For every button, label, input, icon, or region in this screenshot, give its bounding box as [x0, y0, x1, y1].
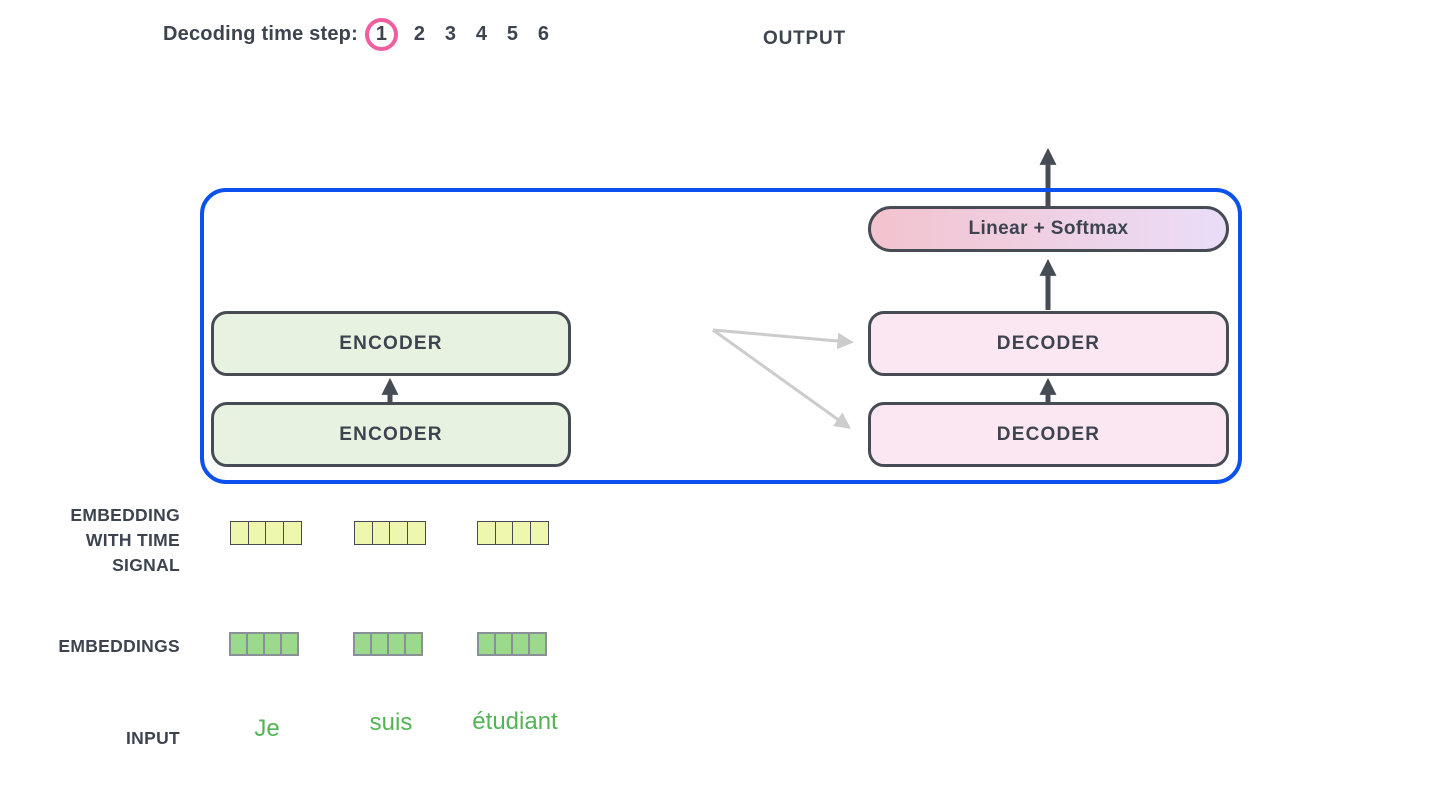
- input-token: étudiant: [472, 708, 558, 735]
- decoder-label: DECODER: [996, 423, 1101, 445]
- vector-cell: [371, 521, 391, 545]
- vector-cell: [528, 632, 547, 656]
- encoder-box-bottom: ENCODER: [211, 402, 571, 467]
- encoder-box-top: ENCODER: [211, 311, 571, 376]
- embedding-vector: [229, 632, 299, 656]
- output-label: OUTPUT: [763, 28, 846, 49]
- vector-cell: [247, 521, 267, 545]
- time-signal-vector: [354, 521, 426, 545]
- decoder-label: DECODER: [996, 332, 1101, 354]
- vector-cell: [282, 521, 302, 545]
- vector-cell: [406, 521, 426, 545]
- vector-cell: [494, 521, 514, 545]
- input-label: INPUT: [126, 728, 180, 748]
- vector-cell: [230, 521, 249, 545]
- step-2[interactable]: 2: [413, 23, 425, 45]
- vector-cell: [354, 521, 373, 545]
- vector-cell: [529, 521, 549, 545]
- vector-cell: [265, 521, 284, 545]
- time-signal-vector: [477, 521, 549, 545]
- embedding-with-time-signal-label: EMBEDDING WITH TIME SIGNAL: [70, 505, 180, 575]
- decoder-box-top: DECODER: [868, 311, 1229, 376]
- input-token: Je: [254, 715, 280, 742]
- step-3[interactable]: 3: [444, 23, 456, 45]
- input-token: suis: [369, 709, 413, 736]
- embeddings-label: EMBEDDINGS: [58, 636, 180, 656]
- encoder-label: ENCODER: [339, 332, 443, 354]
- decoding-time-step-label: Decoding time step:: [163, 23, 358, 45]
- vector-cell: [477, 521, 496, 545]
- embedding-vector: [477, 632, 547, 656]
- time-signal-vector: [230, 521, 302, 545]
- linear-softmax-label: Linear + Softmax: [968, 218, 1129, 239]
- step-1-active[interactable]: 1: [364, 18, 398, 51]
- step-6[interactable]: 6: [537, 23, 549, 45]
- vector-cell: [389, 521, 408, 545]
- vector-cell: [404, 632, 423, 656]
- transformer-container: [200, 188, 1242, 484]
- step-5[interactable]: 5: [506, 23, 518, 45]
- decoding-time-step-bar: Decoding time step: 1 2 3 4 5 6: [163, 18, 550, 51]
- encoder-label: ENCODER: [339, 423, 443, 445]
- vector-cell: [280, 632, 299, 656]
- step-4[interactable]: 4: [475, 23, 487, 45]
- linear-softmax-box: Linear + Softmax: [868, 206, 1229, 252]
- vector-cell: [512, 521, 531, 545]
- embedding-vector: [353, 632, 423, 656]
- decoder-box-bottom: DECODER: [868, 402, 1229, 467]
